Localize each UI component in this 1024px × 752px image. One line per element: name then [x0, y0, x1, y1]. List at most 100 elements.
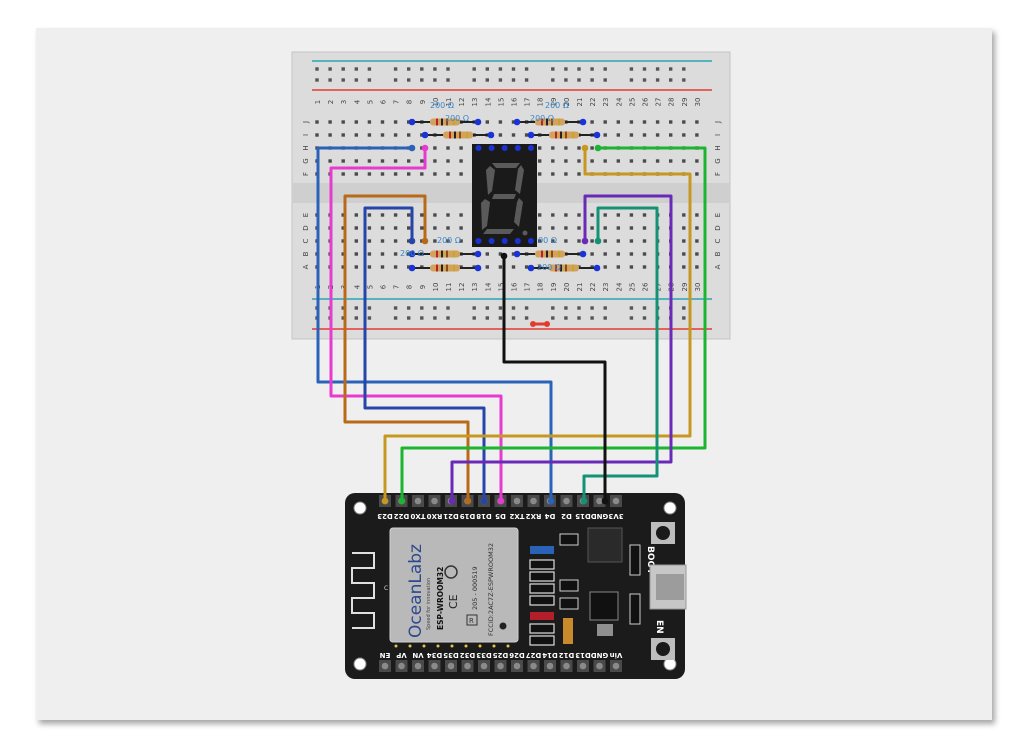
rail-hole — [407, 306, 411, 310]
resistor-lead-end — [487, 131, 495, 139]
resistor: 200 Ω — [408, 236, 482, 258]
rail-hole — [498, 316, 503, 320]
header-pin[interactable] — [546, 662, 554, 670]
en-button[interactable] — [651, 638, 675, 660]
breadboard-hole — [564, 172, 568, 176]
header-pin[interactable] — [563, 662, 570, 670]
rail-hole — [629, 78, 634, 82]
breadboard-hole — [367, 213, 372, 217]
header-pin[interactable] — [513, 497, 521, 505]
module-castellation — [478, 644, 482, 648]
resistor-band — [436, 118, 438, 126]
breadboard-hole — [341, 159, 345, 163]
header-pin[interactable] — [447, 662, 455, 670]
display-pin — [475, 145, 482, 151]
breadboard-hole — [354, 159, 358, 163]
header-pin[interactable] — [464, 662, 471, 670]
breadboard-hole — [695, 133, 699, 137]
breadboard-hole — [629, 120, 634, 124]
wire-purple-end — [448, 497, 456, 505]
breadboard-hole — [354, 213, 358, 217]
module-castellation — [408, 644, 412, 648]
column-label: 14 — [484, 97, 492, 106]
breadboard-hole — [367, 120, 372, 124]
breadboard-hole — [485, 252, 489, 256]
header-pin[interactable] — [398, 662, 405, 670]
row-label: F — [302, 172, 310, 176]
column-label: 18 — [537, 283, 545, 292]
module-r-mark: R — [469, 617, 474, 625]
header-pin[interactable] — [563, 497, 570, 505]
rail-hole — [446, 78, 450, 82]
en-button-cap[interactable] — [656, 642, 670, 656]
column-label: 7 — [393, 100, 401, 104]
header-pin[interactable] — [612, 662, 620, 670]
breadboard-hole — [433, 213, 437, 217]
header-pin[interactable] — [431, 497, 438, 505]
header-pin[interactable] — [530, 662, 537, 670]
rail-hole — [367, 306, 372, 310]
pin-label: D33 — [476, 651, 492, 659]
wire-black-end — [601, 497, 609, 505]
rail-hole — [420, 78, 424, 82]
micro-usb-port[interactable] — [649, 564, 687, 610]
header-pin[interactable] — [381, 662, 389, 670]
en-button-label: EN — [654, 620, 664, 634]
header-pin[interactable] — [596, 497, 603, 505]
module-castellation — [450, 644, 454, 648]
segment-dp — [522, 230, 528, 236]
resistor-band — [453, 264, 455, 272]
breadboard-hole — [433, 159, 437, 163]
header-pin[interactable] — [596, 662, 603, 670]
row-label: G — [302, 158, 310, 163]
header-pin[interactable] — [530, 497, 537, 505]
resistor-band — [555, 264, 557, 272]
breadboard-hole — [341, 226, 345, 230]
rail-hole — [354, 67, 358, 71]
rail-hole — [551, 306, 555, 310]
header-pin[interactable] — [497, 662, 504, 670]
module-pin1-dot — [499, 622, 507, 630]
breadboard-hole — [629, 159, 634, 163]
rail-hole — [682, 78, 686, 82]
module-castellation — [492, 644, 496, 648]
display-pin — [501, 145, 508, 151]
sot-transistor — [559, 579, 579, 592]
pin-label: D13 — [575, 651, 591, 659]
header-pin[interactable] — [431, 662, 438, 670]
pin-label: TX2 — [509, 512, 524, 520]
rail-hole — [367, 67, 372, 71]
breadboard-hole — [459, 146, 463, 150]
header-pin[interactable] — [414, 662, 422, 670]
breadboard-hole — [380, 159, 385, 163]
breadboard-hole — [354, 172, 358, 176]
boot-button-cap[interactable] — [656, 526, 670, 540]
wire-navy-end — [408, 237, 416, 245]
resistor-band — [446, 250, 448, 258]
header-pin[interactable] — [612, 497, 620, 505]
resistor-band — [572, 264, 574, 272]
rail-hole — [328, 78, 332, 82]
header-pin[interactable] — [579, 662, 587, 670]
breadboard-hole — [682, 226, 686, 230]
header-pin[interactable] — [513, 662, 521, 670]
rail-hole — [433, 78, 437, 82]
pin-label: D14 — [542, 651, 558, 659]
header-pin[interactable] — [480, 662, 488, 670]
rail-hole — [603, 306, 607, 310]
breadboard-hole — [354, 239, 358, 243]
header-pin[interactable] — [414, 497, 422, 505]
boot-button[interactable] — [651, 522, 675, 544]
smd-led-blue — [530, 546, 554, 554]
breadboard-hole — [695, 252, 699, 256]
smd-part — [629, 544, 641, 576]
pin-label: D35 — [443, 651, 459, 659]
column-label: 13 — [471, 283, 479, 292]
column-label: 23 — [602, 283, 610, 292]
module-castellation — [394, 644, 398, 648]
rail-hole — [485, 316, 489, 320]
breadboard-hole — [485, 265, 489, 269]
